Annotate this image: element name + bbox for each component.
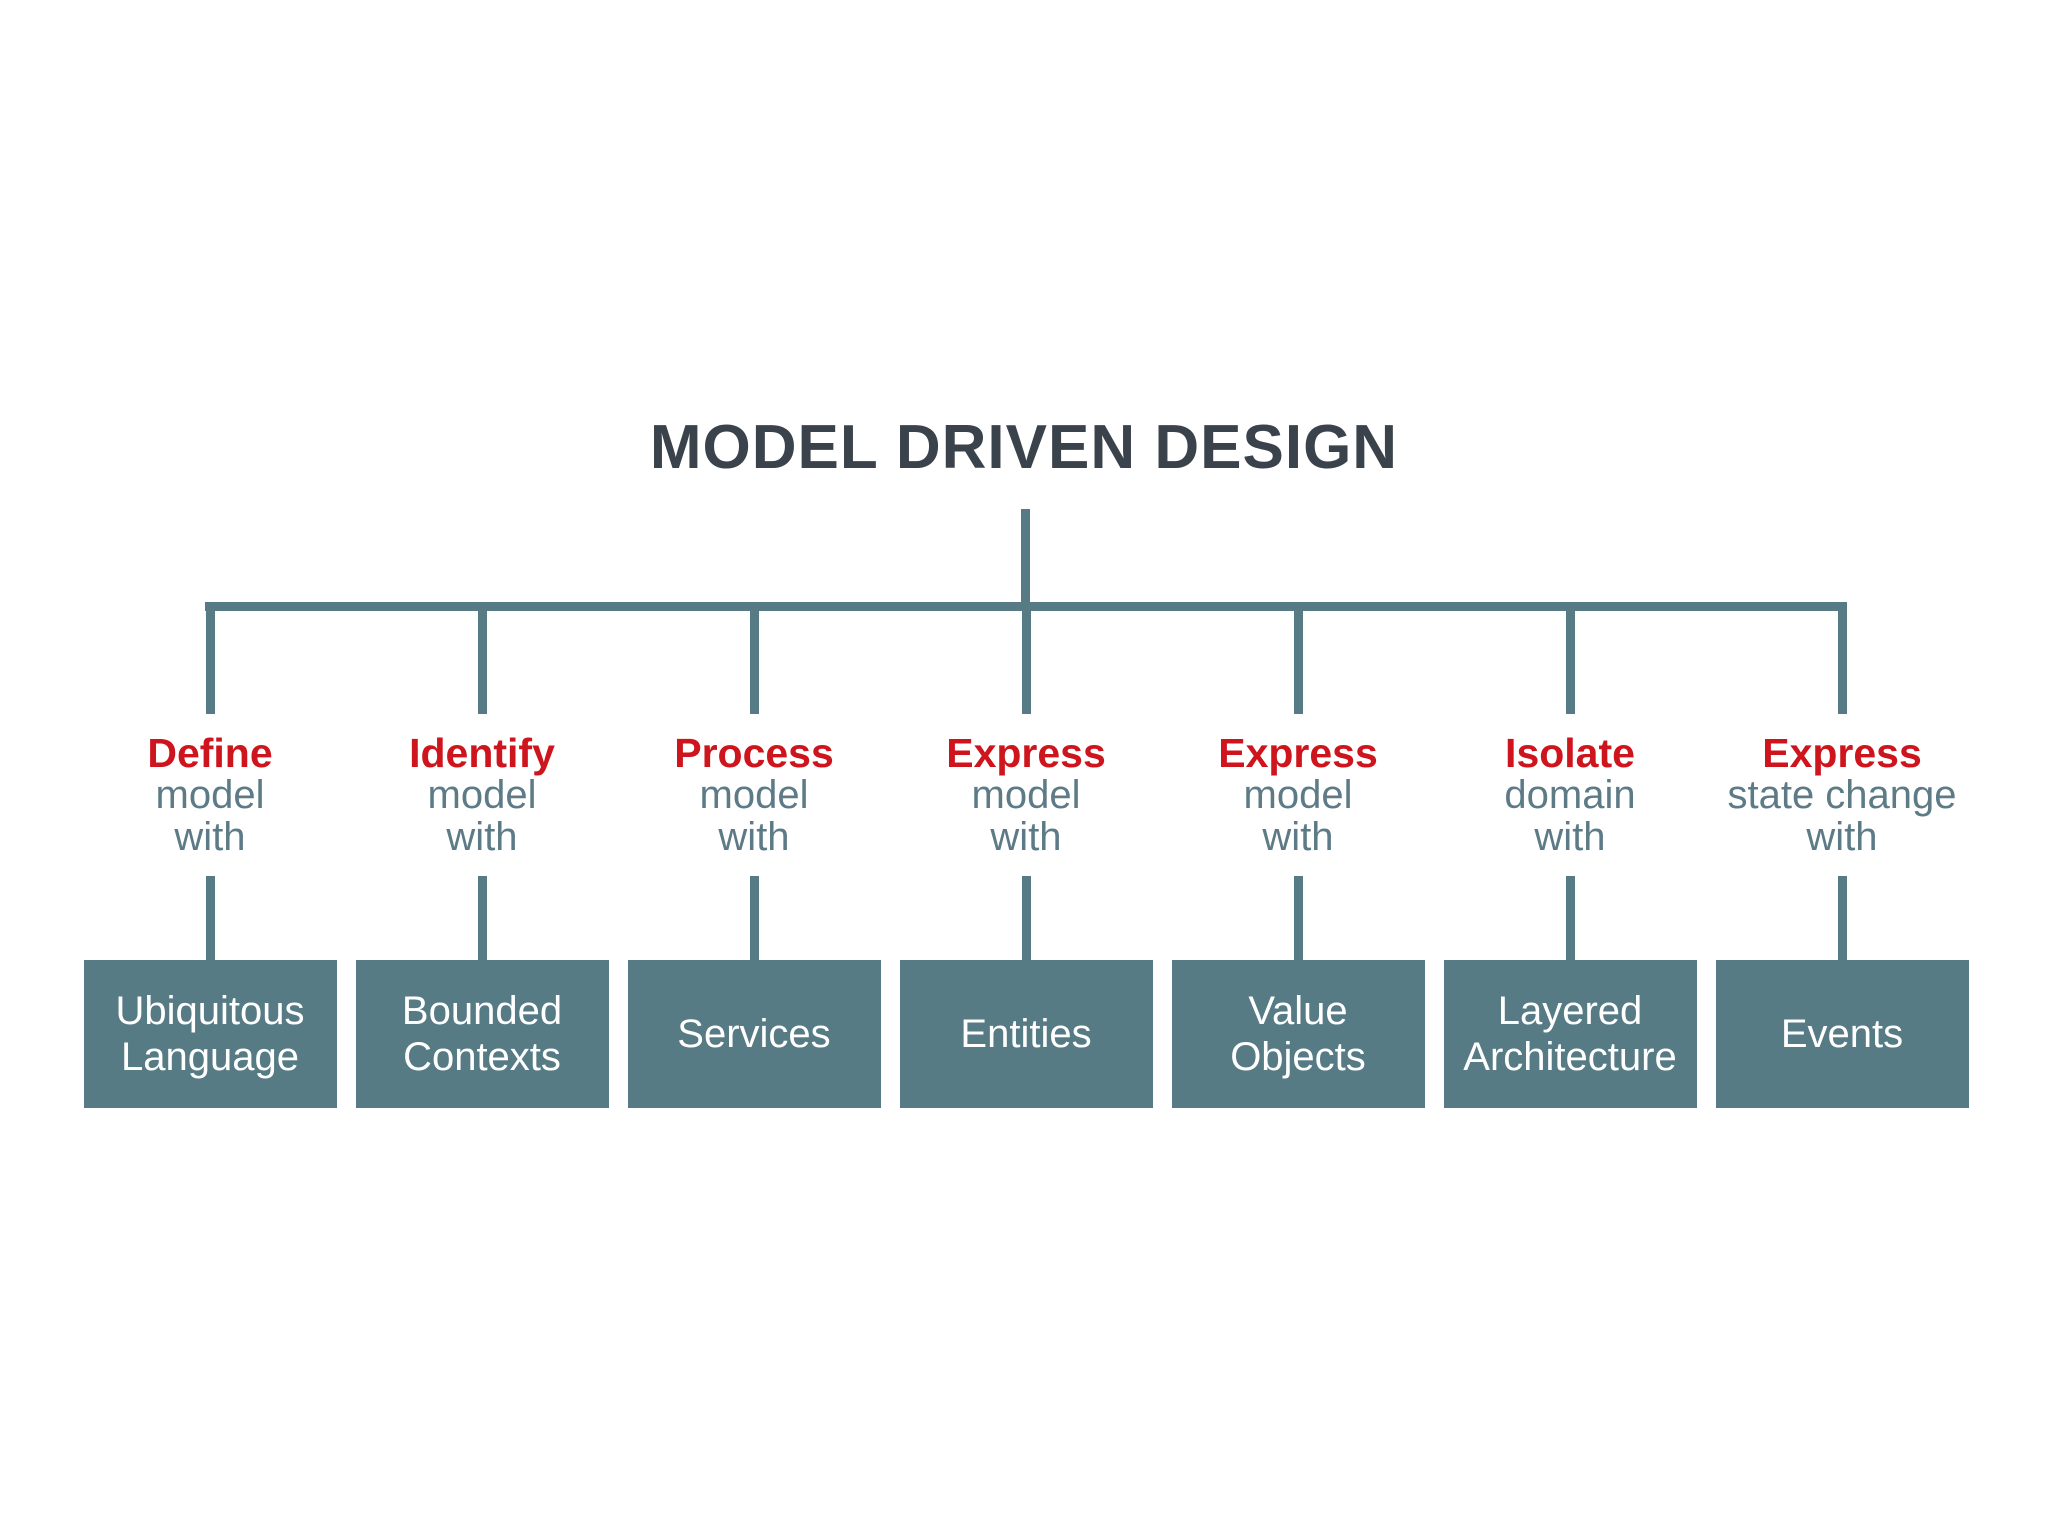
branch-label-line: model [699,773,809,817]
leaf-connector-line [749,876,759,960]
leaf-box: Value Objects [1171,960,1425,1108]
leaf-box-label: Value Objects [1230,989,1366,1079]
branch-label-line: model [427,773,537,817]
branch-action-word: Process [674,730,834,776]
branch-label: Isolate domain with [1430,714,1710,876]
leaf-box-label: Layered Architecture [1463,989,1677,1079]
leaf-box: Entities [899,960,1153,1108]
branch-action-word: Express [1762,730,1922,776]
branch-label-line: domain [1504,773,1636,817]
branch-value-objects: Express model with Value Objects [1158,602,1438,1108]
leaf-box-label: Bounded Contexts [401,989,563,1079]
branch-services: Process model with Services [614,602,894,1108]
branch-action-word: Express [1218,730,1378,776]
branch-action-word: Define [147,730,273,776]
leaf-connector-line [205,876,215,960]
branch-connector-line [477,602,487,714]
branch-label: Express model with [886,714,1166,876]
branch-label-line: model [971,773,1081,817]
branch-label-line: with [718,815,790,859]
branch-label-line: with [1262,815,1334,859]
branch-connector-line [749,602,759,714]
leaf-box-label: Services [677,1012,831,1056]
branch-connector-line [1837,602,1847,714]
branch-label-line: with [990,815,1062,859]
branch-bounded-contexts: Identify model with Bounded Contexts [342,602,622,1108]
leaf-box-label: Entities [960,1012,1092,1056]
branch-action-word: Express [946,730,1106,776]
branch-label: Identify model with [342,714,622,876]
leaf-connector-line [1837,876,1847,960]
leaf-box-label: Ubiquitous Language [115,989,305,1079]
leaf-box: Layered Architecture [1443,960,1697,1108]
branch-connector-line [1293,602,1303,714]
branch-label: Express model with [1158,714,1438,876]
branch-connector-line [1565,602,1575,714]
leaf-connector-line [1021,876,1031,960]
root-connector-line [1021,509,1030,603]
leaf-connector-line [1565,876,1575,960]
branch-action-word: Isolate [1505,730,1635,776]
branch-label: Express state change with [1702,714,1982,876]
leaf-box: Bounded Contexts [355,960,609,1108]
branch-label-line: model [1243,773,1353,817]
branch-label-line: with [446,815,518,859]
branch-action-word: Identify [409,730,555,776]
branch-label-line: model [155,773,265,817]
branch-label-line: with [1806,815,1878,859]
leaf-box: Services [627,960,881,1108]
branch-label-line: state change [1727,773,1957,817]
branch-label-line: with [1534,815,1606,859]
branch-events: Express state change with Events [1702,602,1982,1108]
branch-entities: Express model with Entities [886,602,1166,1108]
leaf-box: Ubiquitous Language [83,960,337,1108]
leaf-connector-line [477,876,487,960]
leaf-box: Events [1715,960,1969,1108]
diagram-title: MODEL DRIVEN DESIGN [649,413,1399,482]
leaf-box-label: Events [1780,1012,1904,1056]
branch-ubiquitous-language: Define model with Ubiquitous Language [70,602,350,1108]
branch-label: Define model with [70,714,350,876]
branch-connector-line [205,602,215,714]
branch-label-line: with [174,815,246,859]
leaf-connector-line [1293,876,1303,960]
branch-connector-line [1021,602,1031,714]
branch-layered-architecture: Isolate domain with Layered Architecture [1430,602,1710,1108]
branch-label: Process model with [614,714,894,876]
